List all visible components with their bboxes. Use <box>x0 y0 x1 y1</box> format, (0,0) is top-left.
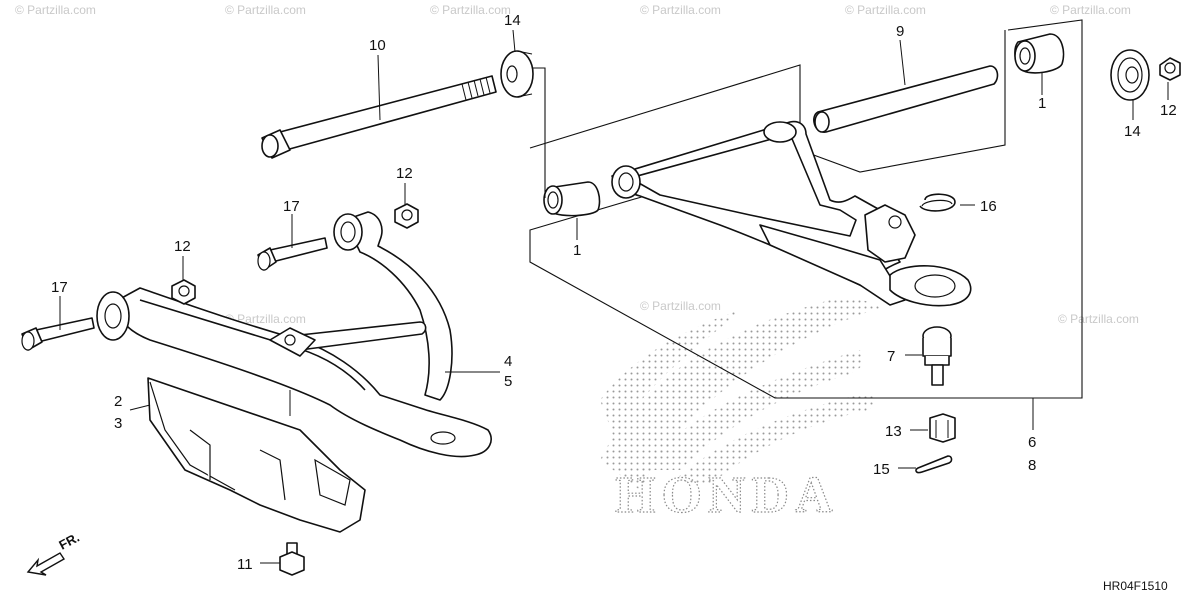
bolt-17-lower <box>21 317 95 351</box>
watermarks: © Partzilla.com © Partzilla.com © Partzi… <box>15 3 1139 326</box>
nut-12-right <box>1159 57 1181 81</box>
front-arrow-icon <box>26 552 66 576</box>
lower-arm-right <box>611 120 972 307</box>
callout-17: 17 <box>51 279 68 296</box>
upper-arm-left <box>333 211 453 401</box>
ball-joint-7 <box>922 326 952 386</box>
nut-12-upper <box>394 203 419 229</box>
bolt-17-upper <box>257 237 328 271</box>
leader-bracket <box>533 67 546 198</box>
callout-15: 15 <box>873 461 890 478</box>
callout-11: 11 <box>237 556 253 573</box>
circlip-16 <box>919 193 956 212</box>
front-arrow: FR. <box>26 530 82 576</box>
watermark-text: © Partzilla.com <box>225 3 306 17</box>
watermark-text: © Partzilla.com <box>640 3 721 17</box>
callout-6: 6 <box>1028 434 1036 451</box>
callout-3: 3 <box>114 415 122 432</box>
front-arrow-label: FR. <box>56 530 82 553</box>
callout-13: 13 <box>885 423 902 440</box>
callout-1: 1 <box>1038 95 1046 112</box>
honda-wing-logo: HONDA <box>600 298 880 525</box>
leader-lines <box>59 29 1169 564</box>
bushing-1-left <box>543 181 601 217</box>
watermark-text: © Partzilla.com <box>1058 312 1139 326</box>
callout-4: 4 <box>504 353 512 370</box>
pivot-pipe-9 <box>813 65 999 133</box>
washer-14-left <box>500 50 534 98</box>
honda-logo-text: HONDA <box>615 467 839 524</box>
diagram-code: HR04F1510 <box>1103 579 1168 593</box>
watermark-text: © Partzilla.com <box>845 3 926 17</box>
callout-14: 14 <box>1124 123 1141 140</box>
watermark-text: © Partzilla.com <box>640 299 721 313</box>
skid-plate-2-3 <box>147 377 366 533</box>
watermark-text: © Partzilla.com <box>430 3 511 17</box>
callout-12: 12 <box>174 238 191 255</box>
callout-12: 12 <box>1160 102 1177 119</box>
nut-12-lower <box>171 279 196 305</box>
watermark-text: © Partzilla.com <box>15 3 96 17</box>
callout-16: 16 <box>980 198 997 215</box>
callout-2: 2 <box>114 393 122 410</box>
bolt-10 <box>261 75 497 159</box>
bolt-11 <box>279 542 305 576</box>
castle-nut-13 <box>929 413 956 443</box>
callout-10: 10 <box>369 37 386 54</box>
callout-12: 12 <box>396 165 413 182</box>
seal-14-right <box>1110 49 1150 101</box>
callout-14: 14 <box>504 12 521 29</box>
callout-1: 1 <box>573 242 581 259</box>
watermark-text: © Partzilla.com <box>225 312 306 326</box>
watermark-text: © Partzilla.com <box>1050 3 1131 17</box>
callout-5: 5 <box>504 373 512 390</box>
callout-labels: 10 14 9 1 14 12 1 16 7 13 15 6 8 12 17 1… <box>51 12 1177 573</box>
lower-arm-left <box>96 287 492 458</box>
callout-17: 17 <box>283 198 300 215</box>
callout-9: 9 <box>896 23 904 40</box>
assembly-outline <box>529 19 1083 399</box>
callout-7: 7 <box>887 348 895 365</box>
callout-8: 8 <box>1028 457 1036 474</box>
bushing-1-right <box>1014 33 1065 74</box>
cotter-pin-15 <box>915 455 953 474</box>
